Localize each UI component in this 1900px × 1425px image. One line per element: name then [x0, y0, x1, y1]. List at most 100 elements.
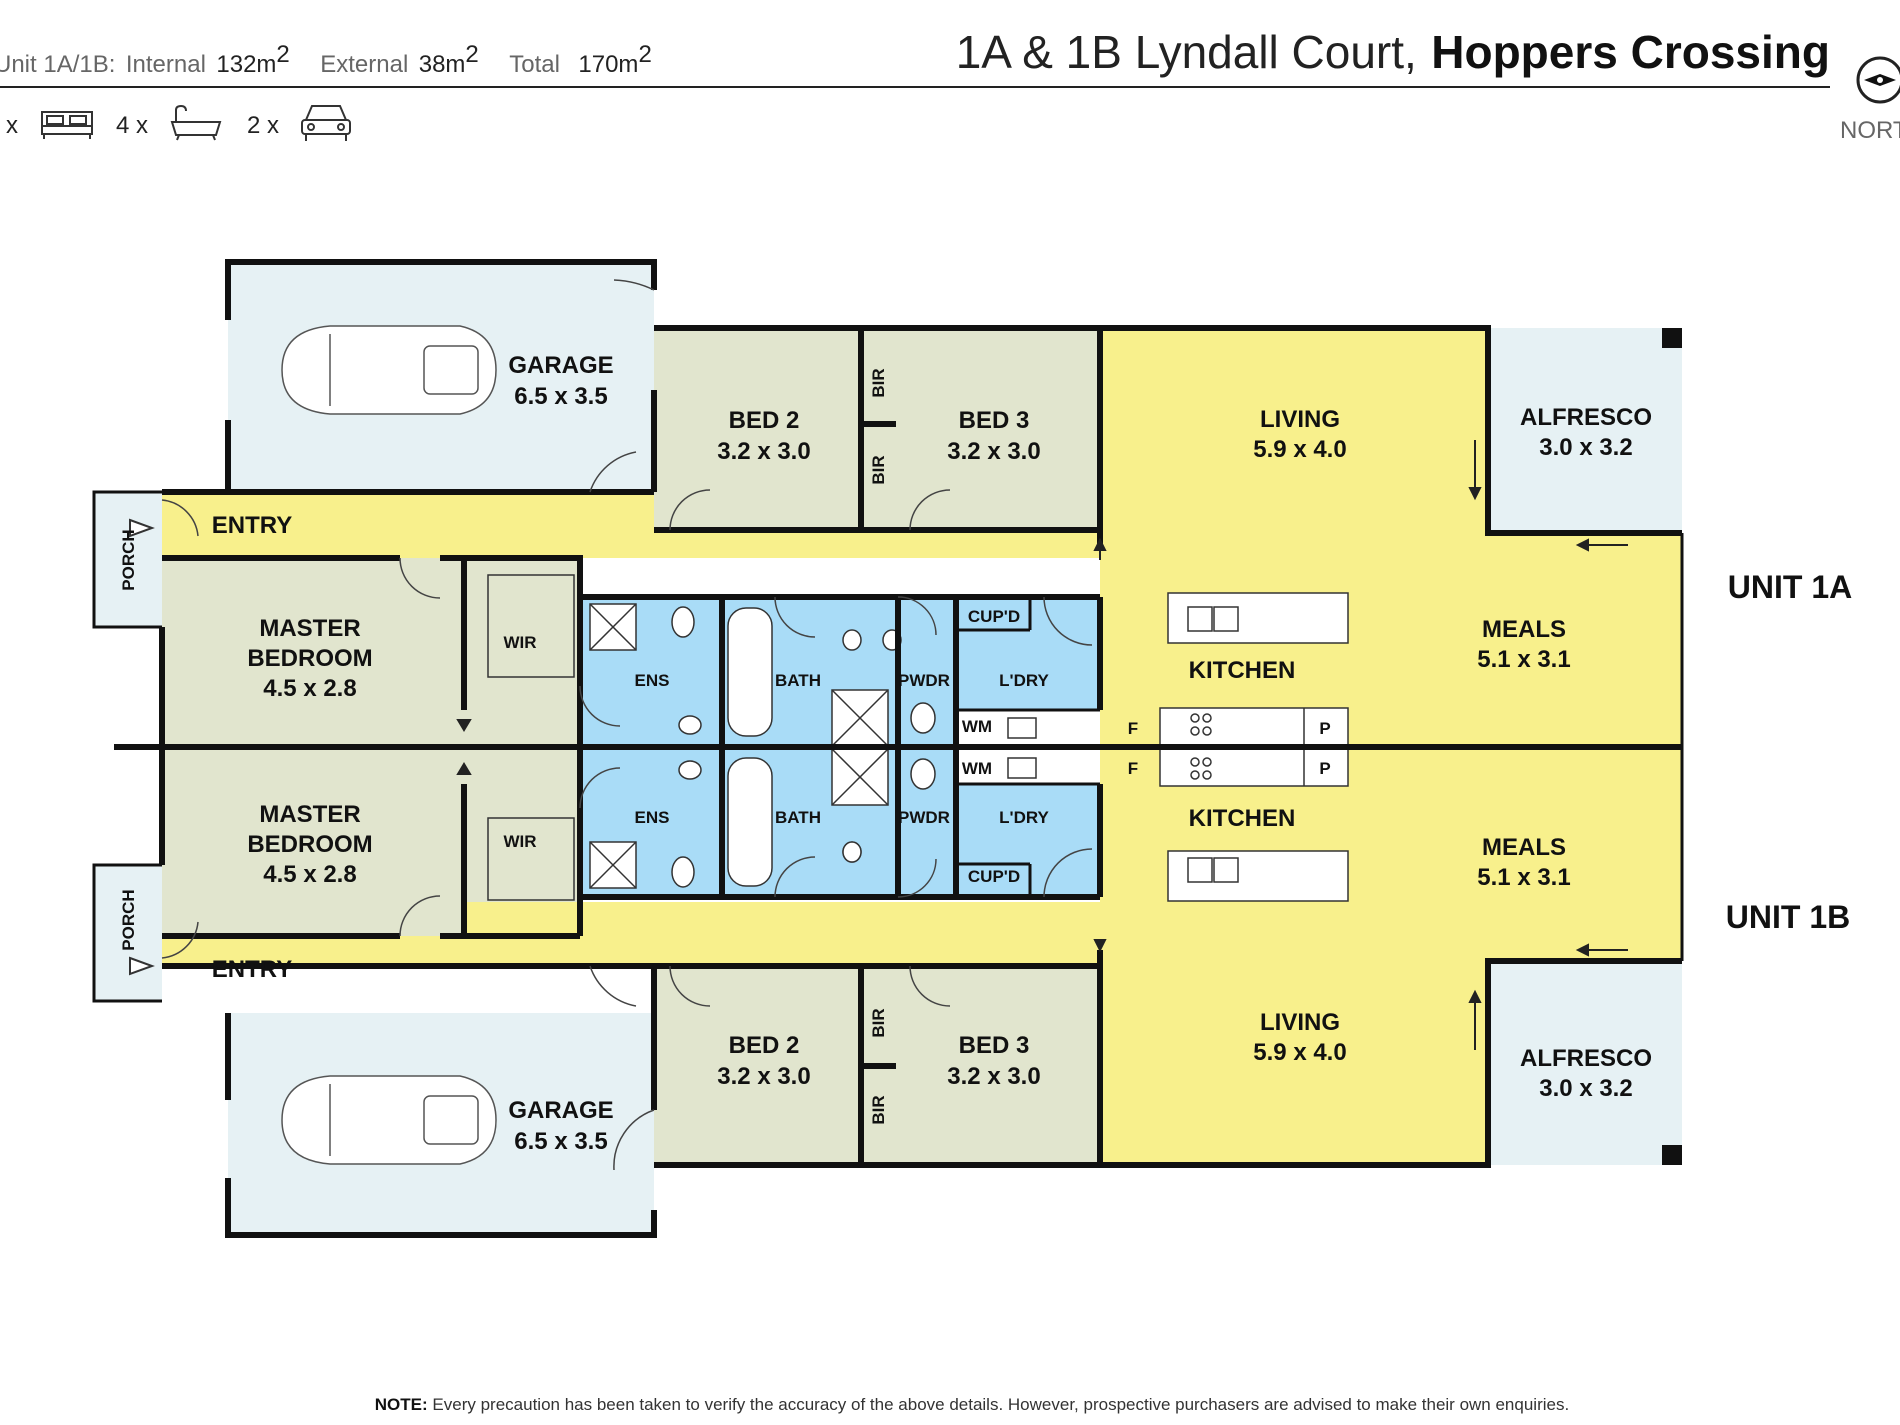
unit-1b-label: UNIT 1B: [1726, 899, 1850, 935]
cooktop-icon: [1190, 713, 1212, 780]
meals-1b-size: 5.1 x 3.1: [1477, 864, 1570, 891]
alfresco-post-1a: [1662, 328, 1682, 348]
bed3-1b-fill: [861, 966, 1100, 1165]
alfresco-post-1b: [1662, 1145, 1682, 1165]
header: Unit 1A/1B: Internal 132m2 External 38m2…: [0, 26, 1900, 144]
note-prefix: NOTE:: [375, 1395, 428, 1414]
external-value: 38m: [419, 51, 466, 78]
total-superscript: 2: [638, 41, 651, 68]
door-swings: [161, 279, 1093, 1171]
basin-icon: [678, 629, 902, 863]
fixtures: [487, 574, 1349, 902]
master-1b-l2: BEDROOM: [247, 831, 372, 858]
cupd-1a: CUP'D: [968, 607, 1020, 626]
pantry-1b: P: [1319, 759, 1330, 778]
ldry-1b: L'DRY: [999, 808, 1049, 827]
kitchen-bench-1a: [1167, 592, 1349, 644]
master-1a-l2: BEDROOM: [247, 645, 372, 672]
internal-value: 132m: [216, 51, 276, 78]
direction-arrows: [129, 440, 1628, 1050]
svg-text:1A & 1B Lyndall Court, H: 1A & 1B Lyndall Court, Hoppers Crossing: [956, 26, 1830, 78]
svg-text:Unit 1A/1B: Internal: Unit 1A/1B: Internal 132m2 External 38m2…: [0, 41, 652, 78]
bed-icon: [41, 111, 93, 139]
bed2-1b-size: 3.2 x 3.0: [717, 1063, 810, 1090]
master-1b-fill: [162, 747, 464, 936]
bir-1a-upper: BIR: [869, 368, 888, 397]
alfresco-1a-name: ALFRESCO: [1520, 404, 1652, 431]
room-labels: GARAGE 6.5 x 3.5 BED 2 3.2 x 3.0 BED 3 3…: [119, 352, 1852, 1155]
kitchen-1a: KITCHEN: [1189, 657, 1296, 684]
wir-shelf-1b: [487, 817, 575, 901]
meals-1a-name: MEALS: [1482, 616, 1566, 643]
meals-1b-name: MEALS: [1482, 834, 1566, 861]
bir-1b-lower: BIR: [869, 1095, 888, 1124]
ldry-1a: L'DRY: [999, 671, 1049, 690]
sink-icon: [1187, 606, 1239, 883]
meals-1a-size: 5.1 x 3.1: [1477, 646, 1570, 673]
tub-sink-1b: [1007, 757, 1037, 779]
bed2-1a-size: 3.2 x 3.0: [717, 438, 810, 465]
car-icon: [281, 325, 497, 1165]
wm-1a: WM: [962, 717, 992, 736]
wm-1b: WM: [962, 759, 992, 778]
porch-1b: PORCH: [119, 889, 138, 950]
garage-1a-name: GARAGE: [508, 352, 613, 379]
master-1a-size: 4.5 x 2.8: [263, 675, 356, 702]
garage-1b-name: GARAGE: [508, 1097, 613, 1124]
pantry-1a: P: [1319, 719, 1330, 738]
disclaimer-note: NOTE: Every precaution has been taken to…: [375, 1395, 1569, 1414]
bed-count: 6 x: [0, 112, 18, 139]
garage-1b-size: 6.5 x 3.5: [514, 1128, 607, 1155]
internal-superscript: 2: [276, 41, 289, 68]
wir-1a: WIR: [503, 633, 536, 652]
bed3-1a-size: 3.2 x 3.0: [947, 438, 1040, 465]
bath-count: 4 x: [116, 112, 148, 139]
ens-1a: ENS: [635, 671, 670, 690]
title-address: 1A & 1B Lyndall Court,: [956, 26, 1417, 78]
wir-fill: [464, 558, 580, 902]
walls: [92, 259, 1684, 1238]
kitchen-1b: KITCHEN: [1189, 805, 1296, 832]
alfresco-1b-size: 3.0 x 3.2: [1539, 1075, 1632, 1102]
tub-sink-1a: [1007, 717, 1037, 739]
bed2-1b-name: BED 2: [729, 1032, 800, 1059]
alfresco-1b-fill: [1488, 961, 1682, 1165]
porch-1a: PORCH: [119, 529, 138, 590]
fridge-1b: F: [1128, 759, 1138, 778]
toilet-icon: [671, 606, 936, 888]
unit-1a-label: UNIT 1A: [1728, 569, 1852, 605]
internal-label: Internal: [126, 51, 206, 78]
bath-1a: BATH: [775, 671, 821, 690]
living-1b-size: 5.9 x 4.0: [1253, 1039, 1346, 1066]
north-label: NORTH: [1840, 117, 1900, 144]
master-1a-l1: MASTER: [259, 615, 360, 642]
bed3-1b-size: 3.2 x 3.0: [947, 1063, 1040, 1090]
porch-1b-fill: [94, 865, 162, 1001]
entry-1a: ENTRY: [212, 512, 292, 539]
alfresco-1a-size: 3.0 x 3.2: [1539, 434, 1632, 461]
entry-1b: ENTRY: [212, 956, 292, 983]
title-suburb: Hoppers Crossing: [1431, 26, 1830, 78]
total-label: Total: [509, 51, 560, 78]
wir-shelf-1a: [487, 574, 575, 678]
north-compass-icon: [1856, 56, 1900, 104]
pwdr-1b: PWDR: [898, 808, 950, 827]
alfresco-1a-fill: [1488, 328, 1682, 533]
bed3-1a-fill: [861, 328, 1100, 530]
car-icon: [301, 105, 351, 141]
living-1a-name: LIVING: [1260, 406, 1340, 433]
bir-1b-upper: BIR: [869, 1008, 888, 1037]
garage-1a-size: 6.5 x 3.5: [514, 383, 607, 410]
shower-icon: [589, 603, 889, 889]
porch-1a-fill: [94, 492, 162, 627]
total-value: 170m: [578, 51, 638, 78]
bir-1a-lower: BIR: [869, 455, 888, 484]
external-label: External: [320, 51, 408, 78]
bed3-1b-name: BED 3: [959, 1032, 1030, 1059]
bath-icon: [170, 104, 222, 141]
master-1a-fill: [162, 558, 464, 747]
bed3-1a-name: BED 3: [959, 407, 1030, 434]
cupd-1b: CUP'D: [968, 867, 1020, 886]
car-count: 2 x: [247, 112, 279, 139]
